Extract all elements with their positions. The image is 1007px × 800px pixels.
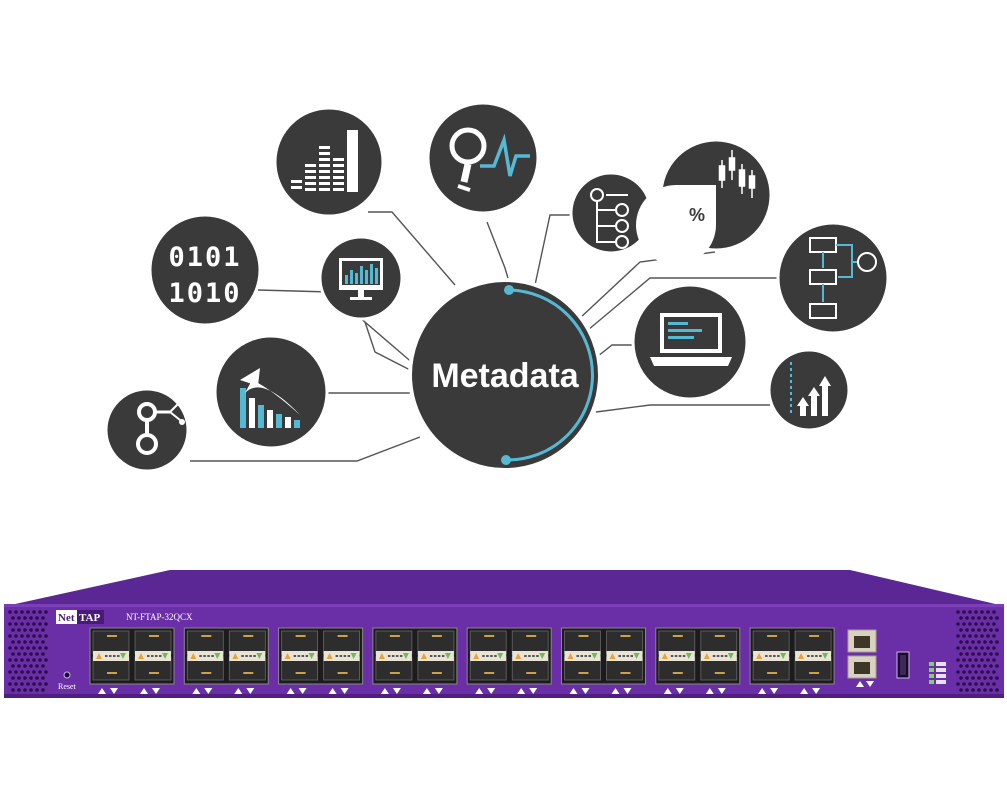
qsfp-port[interactable] <box>469 630 507 655</box>
binary-row-2: 1010 <box>168 278 241 309</box>
device-model: NT-FTAP-32QCX <box>126 612 193 622</box>
port-group <box>278 627 364 694</box>
metadata-hub: Metadata <box>408 278 602 472</box>
rising-arrows-node <box>767 348 851 432</box>
binary-digits-node: 0101 1010 <box>148 213 262 327</box>
hub-accent-arc <box>505 288 594 462</box>
qsfp-port-groups <box>89 627 835 694</box>
bar-levels-icon <box>291 130 358 192</box>
hub-accent-dot-bottom <box>501 455 511 465</box>
port-indicator-arrow <box>866 681 874 687</box>
port-group <box>655 627 741 694</box>
port-group <box>183 627 269 694</box>
laptop-icon <box>650 313 732 366</box>
monitor-chart-node <box>318 235 404 321</box>
flowchart-icon <box>809 237 877 319</box>
magnifier-signal-icon <box>449 127 530 192</box>
percent-candlestick-node: % <box>636 138 773 265</box>
port-group <box>561 627 646 694</box>
connector-bar-levels <box>368 211 456 286</box>
network-tap-device: Net TAP NT-FTAP-32QCX Reset <box>4 570 1004 698</box>
percent-candlestick-icon: % <box>636 150 756 265</box>
vent-grille-right <box>956 610 999 692</box>
qsfp-port[interactable] <box>375 630 413 655</box>
qsfp-port[interactable] <box>700 630 738 655</box>
brand-suffix: TAP <box>79 612 100 624</box>
connector-list-tree <box>534 214 570 286</box>
port-indicator-arrow <box>856 681 864 687</box>
qsfp-port[interactable] <box>186 630 224 655</box>
connector-monitor <box>364 321 415 373</box>
management-ports <box>847 629 877 687</box>
vent-grille-left <box>8 610 48 692</box>
qsfp-port[interactable] <box>281 630 319 655</box>
connector-node-graph <box>190 436 421 462</box>
qsfp-port[interactable] <box>752 630 790 655</box>
connector-rising <box>595 404 770 413</box>
qsfp-port[interactable] <box>134 630 172 655</box>
qsfp-port[interactable] <box>606 630 643 655</box>
port-group <box>466 627 552 694</box>
hub-accent-dot-top <box>504 285 514 295</box>
qsfp-port[interactable] <box>323 630 361 655</box>
qsfp-port[interactable] <box>794 630 832 655</box>
growth-arrow-icon <box>240 368 300 428</box>
qsfp-port[interactable] <box>92 630 130 655</box>
magnifier-signal-node <box>426 101 540 215</box>
rising-arrows-icon <box>790 362 831 416</box>
reset-button[interactable] <box>63 671 71 679</box>
port-group <box>749 627 835 694</box>
hub-label: Metadata <box>431 357 579 395</box>
reset-label: Reset <box>58 682 77 691</box>
qsfp-port[interactable] <box>564 630 601 655</box>
qsfp-port[interactable] <box>511 630 549 655</box>
device-top-panel <box>6 570 1004 606</box>
growth-arrow-node <box>213 334 329 450</box>
qsfp-port[interactable] <box>417 630 455 655</box>
node-graph-icon <box>136 397 185 455</box>
qsfp-port[interactable] <box>658 630 696 655</box>
brand-prefix: Net <box>58 612 75 624</box>
monitor-chart-icon <box>339 258 383 300</box>
port-group <box>372 627 458 694</box>
usb-port[interactable] <box>896 651 910 679</box>
binary-row-1: 0101 <box>168 242 241 273</box>
binary-digits-icon: 0101 1010 <box>168 242 241 309</box>
percent-symbol: % <box>689 205 705 225</box>
bar-levels-node <box>273 106 385 218</box>
list-tree-icon <box>590 188 629 249</box>
port-group <box>89 627 175 694</box>
brand-logo: Net TAP <box>56 610 104 624</box>
qsfp-port[interactable] <box>228 630 266 655</box>
connector-flowchart <box>587 277 780 331</box>
connector-magnifier <box>486 221 511 286</box>
laptop-node <box>631 283 749 401</box>
flowchart-node <box>776 221 890 335</box>
status-leds <box>929 662 946 684</box>
node-graph-node <box>104 387 190 473</box>
